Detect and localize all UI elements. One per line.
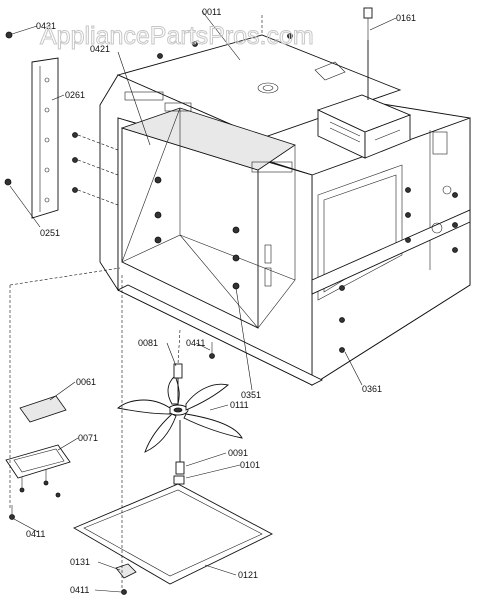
part-number-labels: 0431 0011 0161 0421 0261 0251 0081 0411 … [26, 7, 416, 595]
label-0091: 0091 [228, 448, 248, 458]
lamp-cover-assembly [5, 395, 71, 520]
label-0081: 0081 [138, 338, 158, 348]
label-0411-top: 0411 [186, 338, 205, 348]
label-0061: 0061 [76, 377, 96, 387]
label-0361: 0361 [362, 384, 382, 394]
label-0121: 0121 [238, 570, 258, 580]
oven-cavity-assembly [99, 33, 471, 386]
label-0411-bottom: 0411 [70, 585, 89, 595]
side-trim-strip [4, 31, 119, 219]
label-leader-lines [9, 10, 397, 593]
label-0111: 0111 [230, 400, 249, 410]
bottom-cover-plate [72, 483, 273, 595]
convection-fan-blade [116, 342, 243, 485]
assembly-guide-lines [9, 15, 263, 590]
label-0161: 0161 [396, 13, 416, 23]
label-0261: 0261 [65, 90, 85, 100]
label-0431: 0431 [36, 21, 56, 31]
label-0421: 0421 [90, 44, 110, 54]
label-0411-left: 0411 [26, 529, 45, 539]
label-0351: 0351 [241, 390, 261, 400]
label-0251: 0251 [40, 228, 60, 238]
label-0131: 0131 [70, 557, 90, 567]
label-0011: 0011 [202, 7, 221, 17]
control-housing [316, 7, 412, 159]
label-0101: 0101 [240, 460, 260, 470]
label-0071: 0071 [78, 433, 98, 443]
watermark-text: AppliancePartsPros.com [40, 22, 314, 50]
